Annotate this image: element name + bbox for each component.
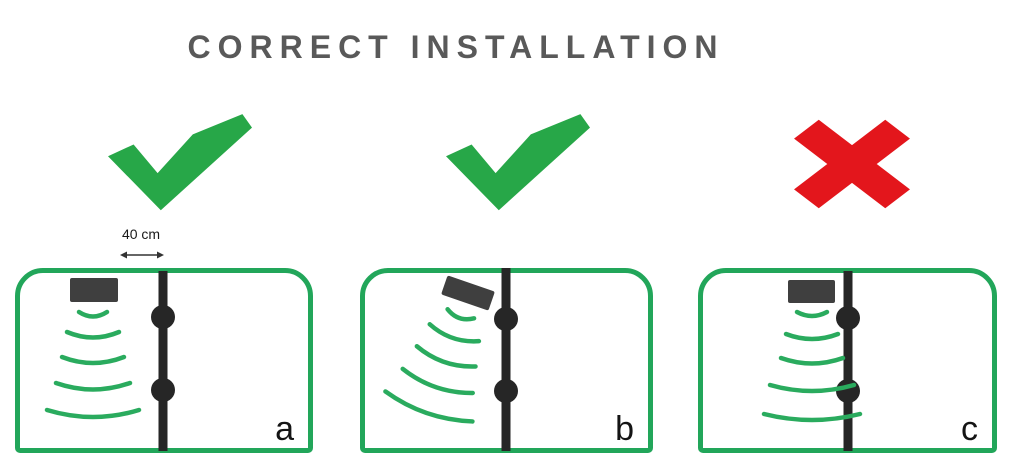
distance-arrow-icon — [120, 251, 164, 259]
signal-waves-icon — [44, 309, 142, 420]
sensor-icon — [70, 278, 118, 302]
wire-knot — [836, 306, 860, 330]
sensor-icon — [441, 275, 495, 311]
wire-knot — [151, 305, 175, 329]
cross-icon — [776, 106, 928, 227]
checkmark-icon — [438, 104, 598, 227]
panel-c: c — [698, 268, 997, 453]
panel-label: a — [275, 410, 294, 448]
panel-label: c — [961, 410, 978, 448]
wire-knot — [494, 307, 518, 331]
page-title: CORRECT INSTALLATION — [187, 29, 725, 65]
distance-label: 40 cm — [121, 226, 161, 242]
signal-waves-icon — [761, 309, 863, 423]
sensor-icon — [788, 280, 835, 303]
panel-b: b — [360, 268, 653, 453]
panel-a: a — [15, 268, 313, 453]
wire-knot — [494, 379, 518, 403]
panel-label: b — [615, 410, 634, 448]
signal-waves-icon — [383, 306, 482, 424]
checkmark-icon — [100, 104, 260, 227]
wire-knot — [836, 379, 860, 403]
wire-knot — [151, 378, 175, 402]
